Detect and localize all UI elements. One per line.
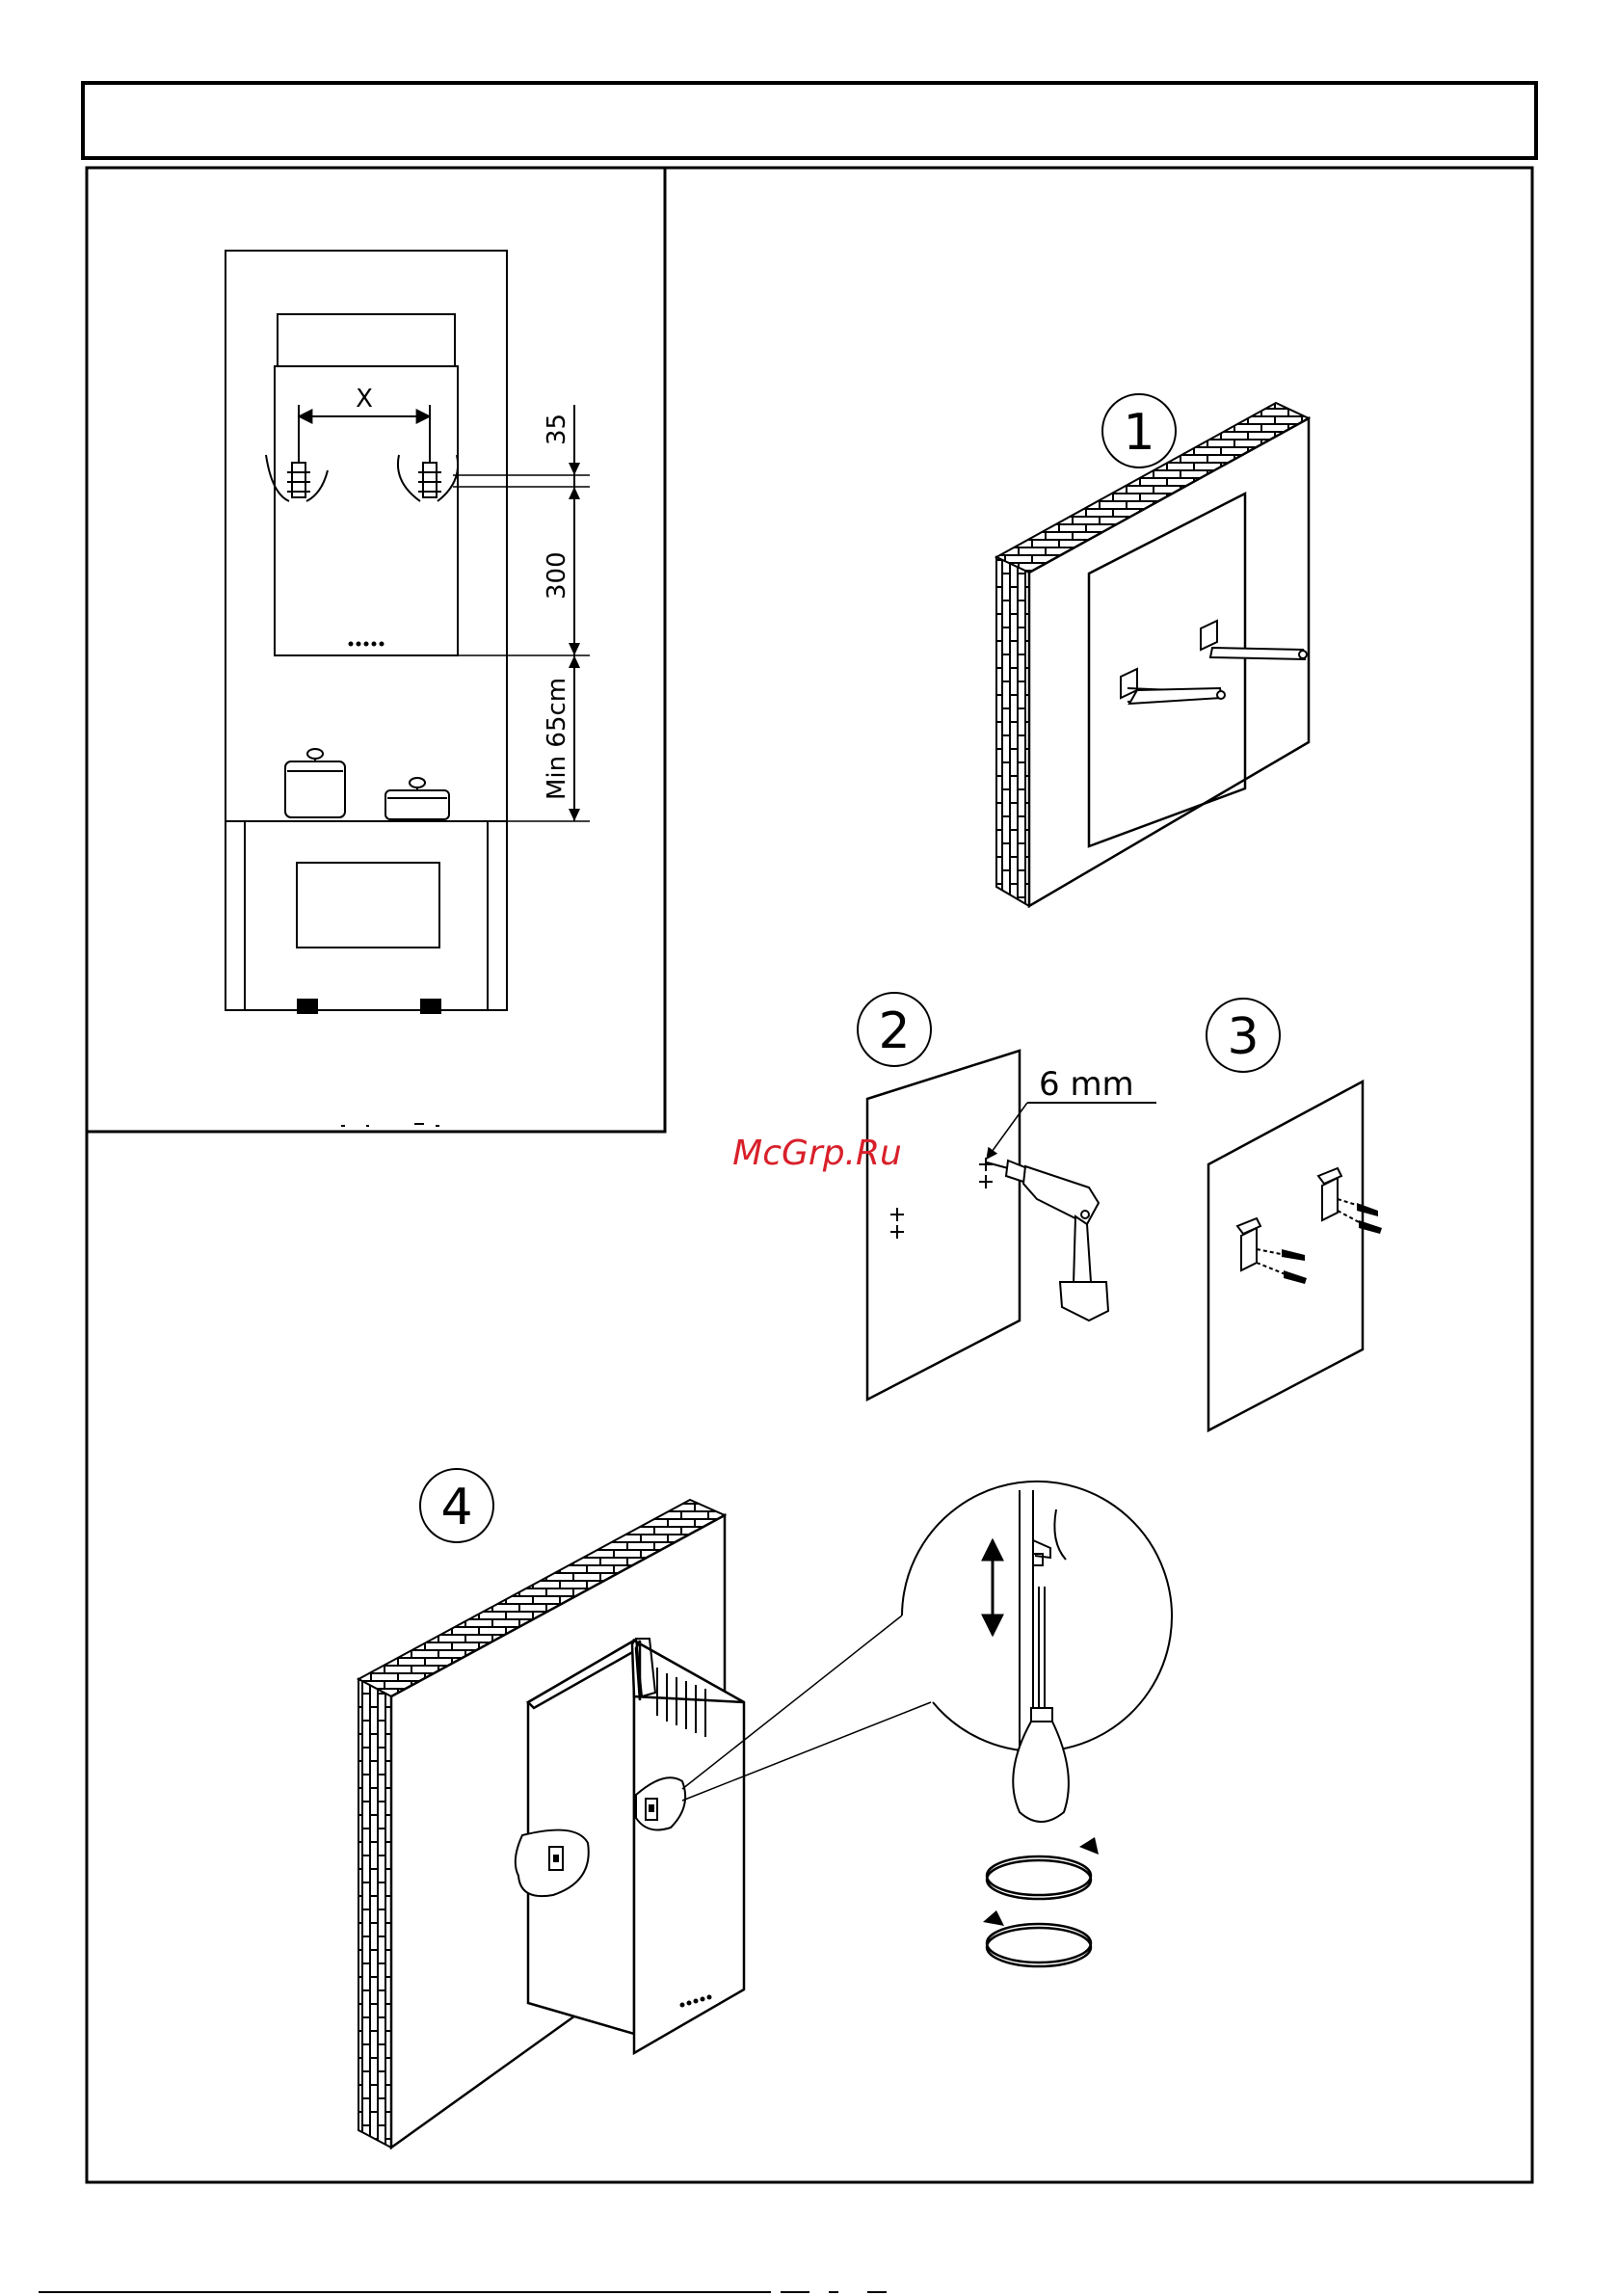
hood-chimney — [278, 314, 455, 366]
tall-pot — [285, 749, 345, 817]
drill-size-label: 6 mm — [1039, 1065, 1134, 1104]
step-2-illustration: 2 6 mm — [858, 993, 1156, 1400]
dimension-min-height-label: Min 65cm — [543, 678, 571, 800]
step-3-number: 3 — [1227, 1008, 1259, 1066]
dimension-x-label: X — [356, 385, 373, 414]
bracket-right — [398, 455, 458, 501]
cooker-body — [245, 821, 488, 1010]
step-4-number: 4 — [440, 1479, 472, 1536]
oven-window — [297, 863, 439, 948]
step-2-number: 2 — [878, 1002, 910, 1060]
header-box — [83, 83, 1536, 158]
step-1-illustration: 1 — [996, 394, 1309, 906]
step-4-illustration: 4 — [358, 1469, 1172, 2148]
step-1-number: 1 — [1123, 404, 1154, 462]
step-2-wall — [867, 1051, 1020, 1400]
front-elevation-panel: X 35 300 Min 65cm — [87, 168, 665, 1132]
dimension-35-label: 35 — [543, 414, 571, 445]
step-3-illustration: 3 — [1207, 999, 1382, 1430]
watermark-text: McGrp.Ru — [732, 1134, 902, 1173]
dimension-300-label: 300 — [543, 551, 571, 600]
short-pot — [385, 778, 449, 819]
